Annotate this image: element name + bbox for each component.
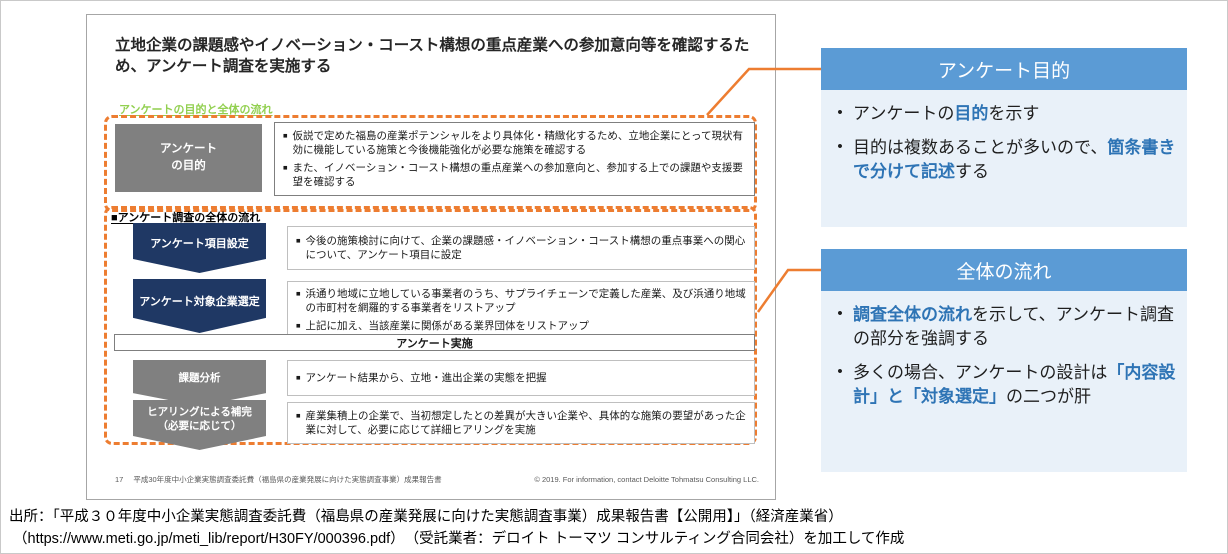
footer-report-title: 平成30年度中小企業実態調査委託費（福島県の産業発展に向けた実態調査事業）成果報… [133, 475, 442, 484]
flow-bullet-text: 産業集積上の企業で、当初想定したとの差異が大きい企業や、具体的な施策の要望があっ… [305, 409, 746, 436]
flow-step-box: ■ 産業集積上の企業で、当初想定したとの差異が大きい企業や、具体的な施策の要望が… [287, 402, 755, 444]
slide: 立地企業の課題感やイノベーション・コースト構想の重点産業への参加意向等を確認する… [86, 14, 776, 500]
flow-bullet-text: 浜通り地域に立地している事業者のうち、サプライチェーンで定義した産業、及び浜通り… [305, 288, 746, 315]
callout-bullet-text: アンケートの目的を示す [853, 104, 1040, 123]
callout-body: • 調査全体の流れを示して、アンケート調査の部分を強調する • 多くの場合、アン… [821, 291, 1187, 472]
flow-step-box: ■ アンケート結果から、立地・進出企業の実態を把握 [287, 360, 755, 396]
slide-section-label: アンケートの目的と全体の流れ [119, 104, 273, 116]
flow-step-box: ■ 今後の施策検討に向けて、企業の課題感・イノベーション・コースト構想の重点事業… [287, 226, 755, 270]
square-bullet-icon: ■ [296, 235, 301, 245]
flow-bullet: ■ 産業集積上の企業で、当初想定したとの差異が大きい企業や、具体的な施策の要望が… [296, 409, 746, 437]
square-bullet-icon: ■ [283, 162, 288, 172]
source-citation: 出所：「平成３０年度中小企業実態調査委託費（福島県の産業発展に向けた実態調査事業… [9, 507, 904, 551]
flow-bullet-text: 上記に加え、当該産業に関係がある業界団体をリストアップ [305, 319, 590, 332]
callout-bullet-text: 調査全体の流れを示して、アンケート調査の部分を強調する [853, 305, 1174, 349]
dot-bullet-icon: • [837, 104, 843, 121]
flow-bullet: ■ 浜通り地域に立地している事業者のうち、サプライチェーンで定義した産業、及び浜… [296, 287, 746, 315]
callout-survey-purpose: アンケート目的 • アンケートの目的を示す • 目的は複数あることが多いので、箇… [821, 48, 1187, 227]
callout-bullet: • 多くの場合、アンケートの設計は「内容設計」と「対象選定」の二つが肝 [827, 361, 1177, 409]
callout-bullet: • アンケートの目的を示す [827, 102, 1177, 126]
square-bullet-icon: ■ [296, 320, 301, 330]
flow-heading: ■アンケート調査の全体の流れ [111, 212, 261, 224]
flow-step-box: ■ 浜通り地域に立地している事業者のうち、サプライチェーンで定義した産業、及び浜… [287, 281, 755, 339]
square-bullet-icon: ■ [283, 131, 288, 141]
dot-bullet-icon: • [837, 363, 843, 381]
callout-title: 全体の流れ [821, 249, 1187, 291]
source-line-2: （https://www.meti.go.jp/meti_lib/report/… [13, 530, 905, 547]
callout-bullet-text: 目的は複数あることが多いので、箇条書きで分けて記述する [853, 138, 1176, 182]
square-bullet-icon: ■ [296, 372, 301, 382]
square-bullet-icon: ■ [296, 410, 301, 420]
purpose-dashed-outline [104, 115, 757, 212]
flow-bullet: ■ 今後の施策検討に向けて、企業の課題感・イノベーション・コースト構想の重点事業… [296, 234, 746, 262]
dot-bullet-icon: • [837, 305, 843, 322]
purpose-content-box: ■ 仮説で定めた福島の産業ポテンシャルをより具体化・精緻化するため、立地企業にと… [274, 122, 755, 196]
callout-overall-flow: 全体の流れ • 調査全体の流れを示して、アンケート調査の部分を強調する • 多く… [821, 249, 1187, 472]
flow-bullet: ■ アンケート結果から、立地・進出企業の実態を把握 [296, 371, 746, 385]
square-bullet-icon: ■ [296, 289, 301, 299]
footer-copyright: © 2019. For information, contact Deloitt… [534, 475, 759, 484]
dot-bullet-icon: • [837, 138, 843, 156]
purpose-label-box: アンケート の目的 [115, 124, 262, 192]
source-line-1: 出所：「平成３０年度中小企業実態調査委託費（福島県の産業発展に向けた実態調査事業… [9, 509, 843, 525]
callout-body: • アンケートの目的を示す • 目的は複数あることが多いので、箇条書きで分けて記… [821, 90, 1187, 227]
callout-bullet: • 目的は複数あることが多いので、箇条書きで分けて記述する [827, 136, 1177, 184]
purpose-bullet: ■ 仮説で定めた福島の産業ポテンシャルをより具体化・精緻化するため、立地企業にと… [283, 129, 746, 157]
purpose-bullet-text: また、イノベーション・コースト構想の重点産業への参加意向と、参加する上での課題や… [292, 161, 743, 188]
slide-footer: 17 平成30年度中小企業実態調査委託費（福島県の産業発展に向けた実態調査事業）… [115, 474, 759, 485]
slide-title: 立地企業の課題感やイノベーション・コースト構想の重点産業への参加意向等を確認する… [115, 37, 750, 76]
callout-bullet: • 調査全体の流れを示して、アンケート調査の部分を強調する [827, 303, 1177, 351]
survey-execution-bar: アンケート実施 [114, 334, 755, 351]
flow-bullet-text: 今後の施策検討に向けて、企業の課題感・イノベーション・コースト構想の重点事業への… [305, 234, 746, 261]
purpose-bullet: ■ また、イノベーション・コースト構想の重点産業への参加意向と、参加する上での課… [283, 161, 746, 189]
flow-bullet: ■ 上記に加え、当該産業に関係がある業界団体をリストアップ [296, 319, 746, 333]
callout-bullet-text: 多くの場合、アンケートの設計は「内容設計」と「対象選定」の二つが肝 [853, 363, 1176, 407]
page-number: 17 [115, 475, 124, 484]
flow-bullet-text: アンケート結果から、立地・進出企業の実態を把握 [305, 371, 547, 384]
callout-title: アンケート目的 [821, 48, 1187, 90]
purpose-bullet-text: 仮説で定めた福島の産業ポテンシャルをより具体化・精緻化するため、立地企業にとって… [292, 130, 743, 157]
